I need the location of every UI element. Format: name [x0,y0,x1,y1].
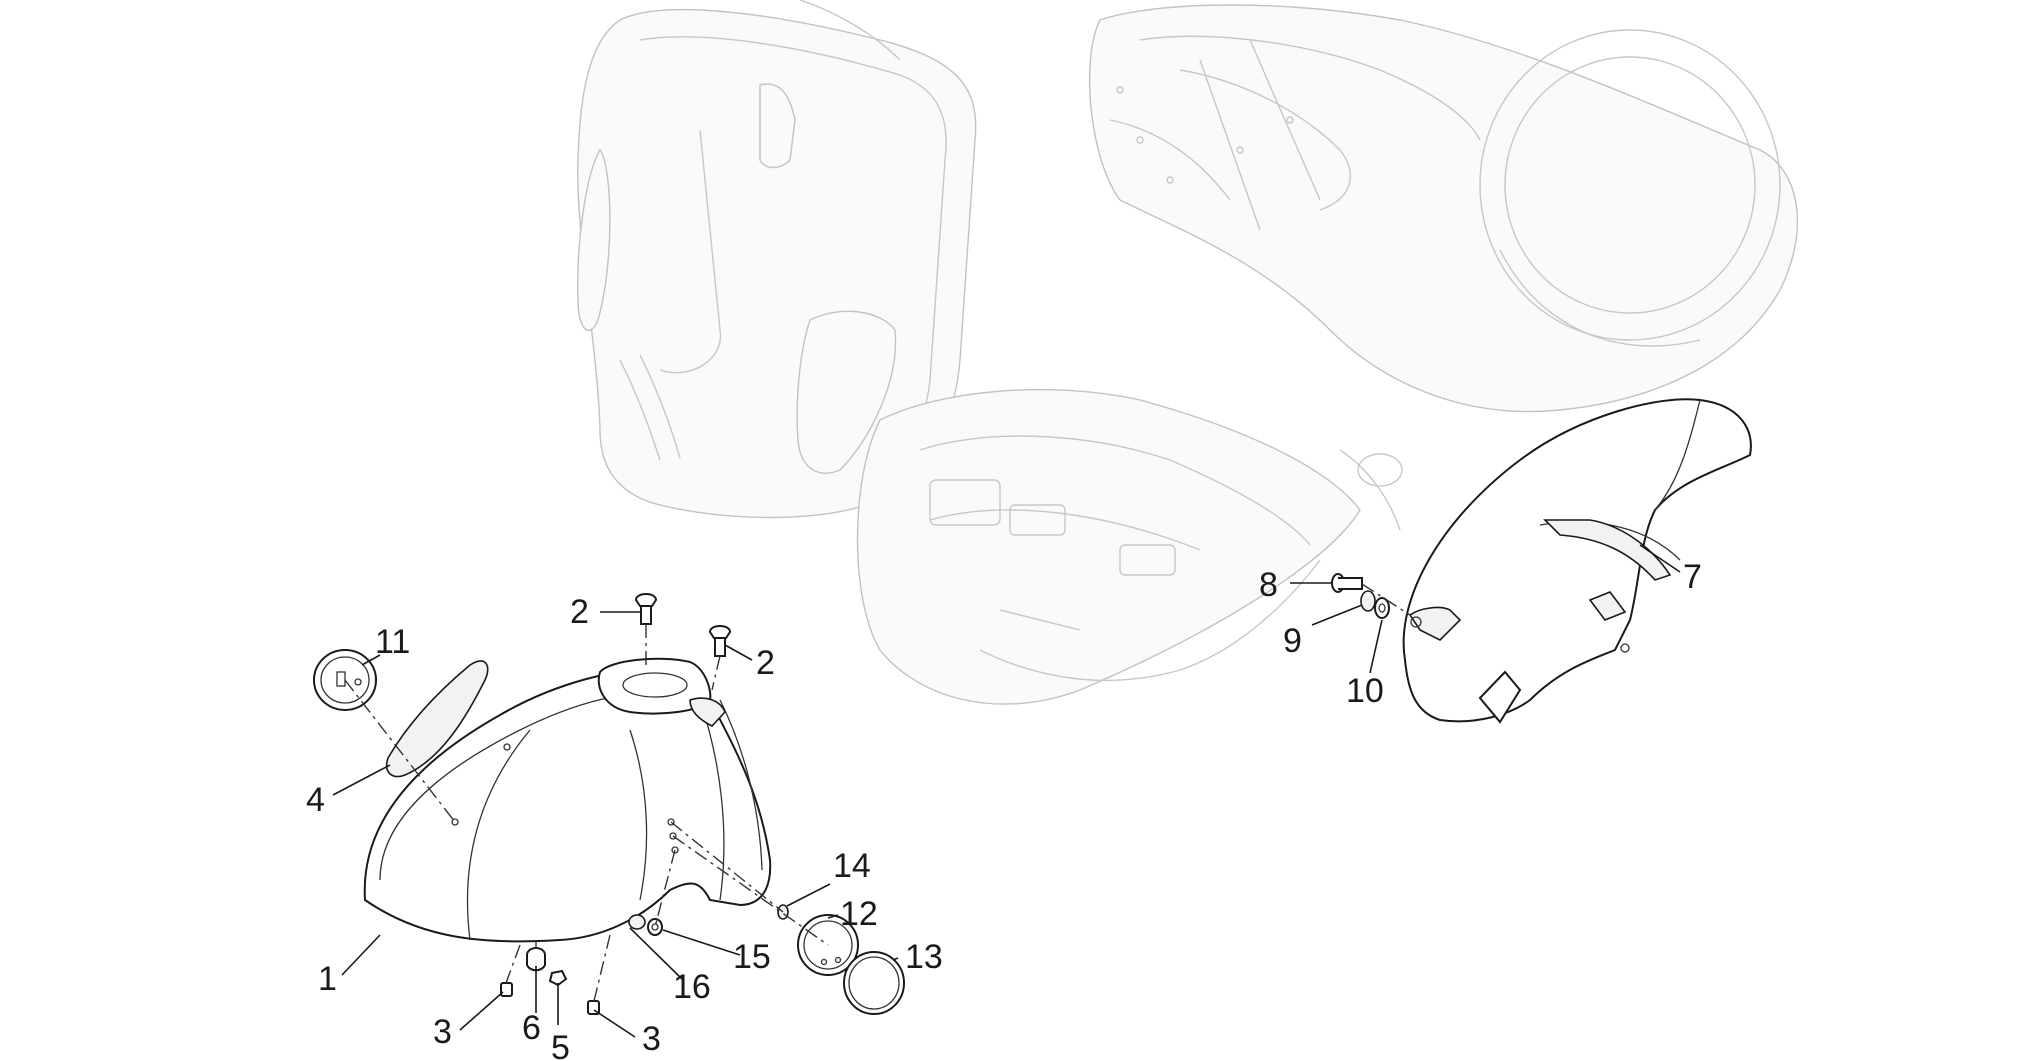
callout-16: 16 [673,968,711,1006]
callout-11: 11 [375,623,410,661]
screw-2b [708,625,732,657]
callout-5: 5 [551,1029,570,1061]
assembly-centerlines [344,583,1411,1002]
callout-1: 1 [318,960,337,998]
callout-15: 15 [733,938,771,976]
pin-3a [500,982,513,997]
clip-16 [628,914,646,930]
callout-10: 10 [1346,672,1384,710]
spacer-6 [526,947,546,972]
cap-13 [843,951,905,1015]
callout-2b: 2 [756,644,775,682]
callout-3a: 3 [433,1013,452,1051]
washer-10 [1374,597,1390,619]
front-mudguard [363,657,772,943]
front-crest-badge [386,660,489,778]
callout-9: 9 [1283,622,1302,660]
callout-8: 8 [1259,566,1278,604]
callout-14: 14 [833,847,871,885]
rear-mudguard [1402,398,1752,724]
callout-4: 4 [306,781,325,819]
nut-5 [548,969,568,987]
screw-2a [634,593,658,625]
clip-15 [647,918,663,936]
leader-lines [332,544,1681,1038]
callout-numbers: 1 2 2 3 3 4 5 6 7 8 9 10 11 12 13 14 15 … [306,558,1702,1061]
callout-3b: 3 [642,1020,661,1058]
callout-2a: 2 [570,593,589,631]
bolt-8 [1331,573,1363,593]
callout-7: 7 [1683,558,1702,596]
washer-9 [1360,590,1376,612]
callout-13: 13 [905,938,943,976]
callout-12: 12 [840,895,878,933]
scooter-body-ghost [577,0,1799,705]
callout-6: 6 [522,1009,541,1047]
